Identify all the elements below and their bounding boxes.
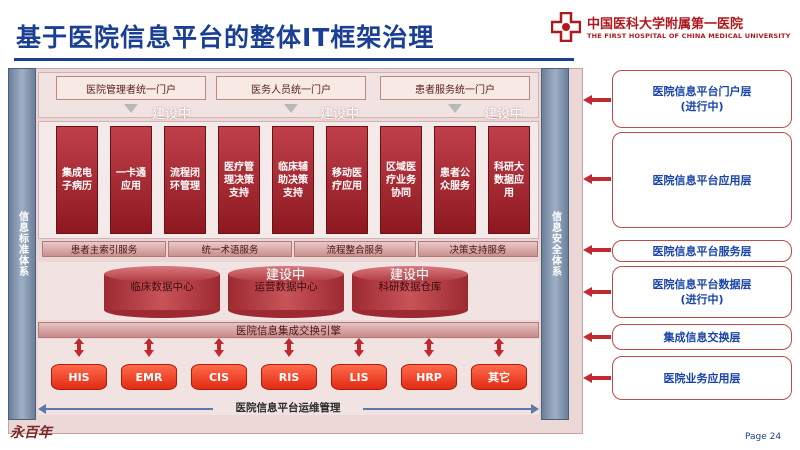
data-center-clinical: 临床数据中心 [104,266,220,318]
app-regional: 区域医疗业务协同 [380,126,422,234]
arrow-down-icon [124,104,138,113]
data-center-operations: 运营数据中心 [228,266,344,318]
arrow-left-icon [583,332,611,342]
operations-management-bar: 医院信息平台运维管理 [38,400,539,418]
layer-business: 医院业务应用层 [612,356,792,400]
system-hrp: HRP [401,364,457,390]
connector-icon [284,338,294,358]
system-ris: RIS [261,364,317,390]
logo-english-name: THE FIRST HOSPITAL OF CHINA MEDICAL UNIV… [587,32,791,40]
data-center-label: 科研数据仓库 [378,281,442,293]
data-status-operations: 建设中 [266,268,306,283]
arrow-left-icon [583,95,611,105]
standards-sidebar: 信息标准体系 [8,68,36,420]
service-empi: 患者主索引服务 [42,241,166,257]
security-sidebar: 信息安全体系 [541,68,569,420]
service-terminology: 统一术语服务 [168,241,292,257]
arrow-right-icon [531,404,539,414]
service-decision-support: 决策支持服务 [418,241,538,257]
arrow-left-icon [583,245,611,255]
hospital-logo: 中国医科大学附属第一医院 THE FIRST HOSPITAL OF CHINA… [547,8,797,48]
standards-sidebar-label: 信息标准体系 [16,211,28,277]
service-process-integration: 流程整合服务 [294,241,416,257]
system-his: HIS [51,364,107,390]
app-clinical-decision: 临床辅助决策支持 [272,126,314,234]
data-center-label: 临床数据中心 [130,281,194,293]
data-center-label: 运营数据中心 [254,281,318,293]
app-one-card: 一卡通应用 [110,126,152,234]
connector-icon [424,338,434,358]
arrow-left-icon [38,404,46,414]
layer-portal: 医院信息平台门户层 (进行中) [612,70,792,128]
connector-icon [214,338,224,358]
system-cis: CIS [191,364,247,390]
security-sidebar-label: 信息安全体系 [549,211,561,277]
arrow-left-icon [583,373,611,383]
data-status-research: 建设中 [390,268,430,283]
connector-icon [494,338,504,358]
connector-icon [74,338,84,358]
system-other: 其它 [471,364,527,390]
portal-box-medical-staff: 医务人员统一门户 [216,76,366,100]
logo-chinese-name: 中国医科大学附属第一医院 [587,17,744,32]
app-mobile: 移动医疗应用 [326,126,368,234]
layer-data: 医院信息平台数据层 (进行中) [612,266,792,318]
red-cross-icon [551,12,581,42]
portal-box-patient: 患者服务统一门户 [380,76,530,100]
arrow-down-icon [284,104,298,113]
app-emr: 集成电子病历 [56,126,98,234]
layer-service: 医院信息平台服务层 [612,240,792,262]
app-patient-service: 患者公众服务 [434,126,476,234]
integration-engine-bar: 医院信息集成交换引擎 [38,322,539,338]
page-number: Page 24 [745,432,782,442]
system-lis: LIS [331,364,387,390]
portal-status-medical-staff: 建设中 [320,107,360,122]
connector-icon [144,338,154,358]
layer-application: 医院信息平台应用层 [612,132,792,228]
title-divider [14,58,574,61]
page-title: 基于医院信息平台的整体IT框架治理 [16,23,435,52]
connector-icon [354,338,364,358]
data-center-research: 科研数据仓库 [352,266,468,318]
arrow-left-icon [583,287,611,297]
layer-integration: 集成信息交换层 [612,324,792,350]
system-emr: EMR [121,364,177,390]
operations-label: 医院信息平台运维管理 [213,400,363,415]
app-research-bigdata: 科研大数据应用 [488,126,530,234]
footer-signature: 永百年 [10,425,52,441]
portal-status-patient: 建设中 [484,107,524,122]
app-closed-loop: 流程闭环管理 [164,126,206,234]
app-medical-management: 医疗管理决策支持 [218,126,260,234]
portal-box-management: 医院管理者统一门户 [56,76,206,100]
arrow-left-icon [583,174,611,184]
portal-status-management: 建设中 [152,107,192,122]
arrow-down-icon [448,104,462,113]
